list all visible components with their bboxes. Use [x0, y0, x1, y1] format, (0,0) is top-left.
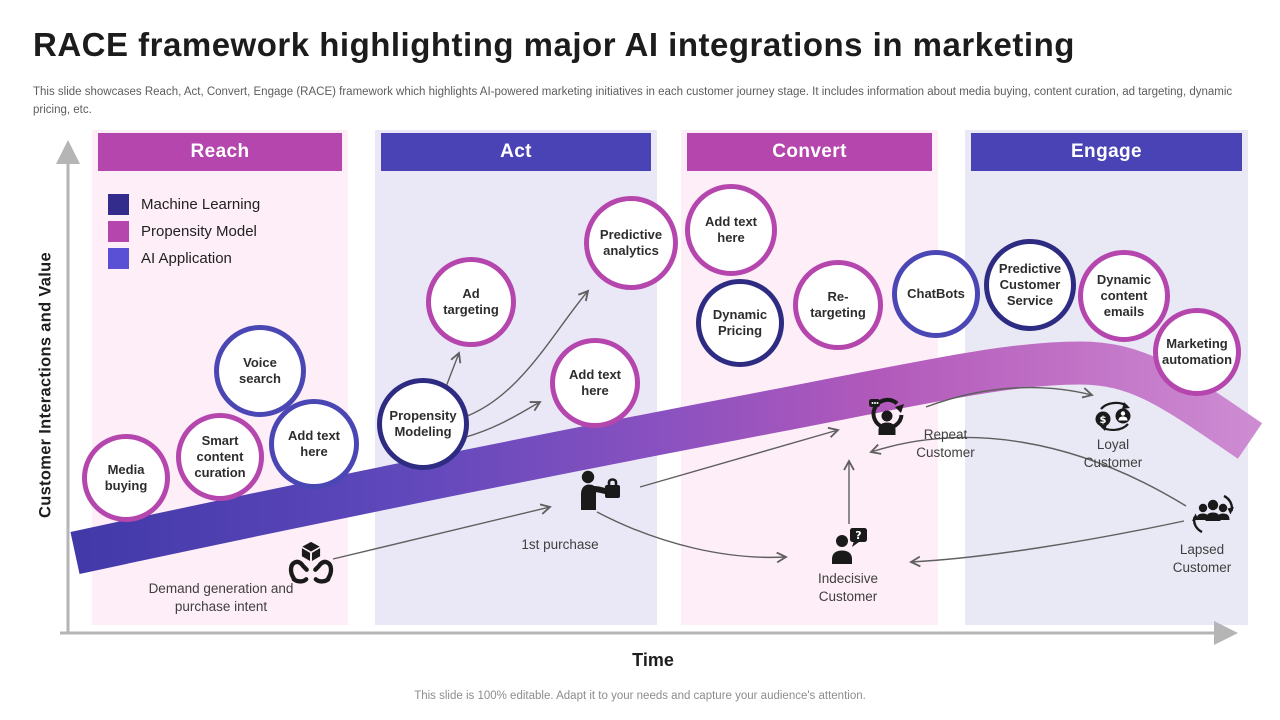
bubble-marketing-automation[interactable]: Marketing automation: [1153, 308, 1241, 396]
svg-text:?: ?: [855, 529, 861, 542]
legend-label: AI Application: [141, 250, 232, 267]
machine-learning-swatch: [108, 194, 129, 215]
bubble-ad-targeting[interactable]: Ad targeting: [426, 257, 516, 347]
bubble-label: Smart content curation: [194, 432, 246, 481]
bubble-label: Re-targeting: [810, 288, 866, 320]
bubble-label: Add text here: [569, 366, 621, 398]
bubble-label: Add text here: [288, 427, 340, 459]
loyal-customer-icon: $: [1095, 401, 1131, 431]
repeat-customer-icon: [869, 397, 904, 435]
bubble-label: Voice search: [239, 354, 281, 386]
column-header-act[interactable]: Act: [381, 133, 651, 171]
bubble-label: Ad targeting: [443, 285, 499, 317]
y-axis-label: Customer Interactions and Value: [36, 251, 55, 519]
arrow-lapsed-to-indecisive: [909, 520, 1185, 568]
bubble-add-text-act[interactable]: Add text here: [550, 338, 640, 428]
ai-application-swatch: [108, 248, 129, 269]
page-title: RACE framework highlighting major AI int…: [33, 26, 1075, 63]
bubble-label: Add text here: [705, 213, 757, 245]
bubble-smart-content-curation[interactable]: Smart content curation: [176, 413, 264, 501]
bubble-predictive-customer-service[interactable]: Predictive Customer Service: [984, 239, 1076, 331]
propensity-model-swatch: [108, 221, 129, 242]
indecisive-customer-label: Indecisive Customer: [817, 571, 879, 605]
bubble-add-text-convert[interactable]: Add text here: [685, 184, 777, 276]
bubble-dynamic-content-emails[interactable]: Dynamic content emails: [1078, 250, 1170, 342]
svg-text:$: $: [1100, 415, 1107, 426]
bubble-chatbots[interactable]: ChatBots: [892, 250, 980, 338]
bubble-dynamic-pricing[interactable]: Dynamic Pricing: [696, 279, 784, 367]
legend-item-ai-application: AI Application: [108, 248, 260, 269]
arrow-demand-to-first-purchase: [332, 503, 552, 560]
first-purchase-label: 1st purchase: [521, 537, 599, 552]
growth-ribbon: [70, 341, 1263, 575]
legend-label: Machine Learning: [141, 196, 261, 213]
arrow-repeat-to-loyal: [925, 386, 1094, 408]
bubble-label: Marketing automation: [1161, 335, 1233, 367]
loyal-customer-label: Loyal Customer: [1083, 437, 1143, 471]
column-header-engage[interactable]: Engage: [971, 133, 1242, 171]
bubble-label: Dynamic Pricing: [712, 306, 768, 338]
bubble-label: Predictive Customer Service: [998, 260, 1062, 309]
arrow-propensity-to-addtext: [465, 401, 542, 438]
bubble-propensity-modeling[interactable]: Propensity Modeling: [377, 378, 469, 470]
x-axis-label: Time: [632, 650, 674, 670]
bubble-label: ChatBots: [907, 285, 965, 301]
arrow-propensity-to-predictive-analytics: [461, 289, 590, 419]
bubble-label: Predictive analytics: [599, 226, 663, 258]
lapsed-customer-icon: [1192, 494, 1234, 534]
legend-item-machine-learning: Machine Learning: [108, 194, 260, 215]
arrow-first-purchase-to-indecisive: [596, 511, 788, 564]
bubble-predictive-analytics[interactable]: Predictive analytics: [584, 196, 678, 290]
bubble-label: Media buying: [104, 461, 148, 493]
footer-note: This slide is 100% editable. Adapt it to…: [414, 690, 866, 702]
arrow-lapsed-to-repeat: [869, 436, 1187, 507]
bubble-voice-search[interactable]: Voice search: [214, 325, 306, 417]
indecisive-customer-icon: ?: [832, 528, 867, 564]
arrow-first-purchase-to-repeat: [639, 426, 840, 488]
bubble-label: Propensity Modeling: [389, 407, 457, 439]
legend-label: Propensity Model: [141, 223, 257, 240]
demand-generation-icon: [288, 541, 334, 584]
bubble-label: Dynamic content emails: [1096, 271, 1152, 320]
slide-description: This slide showcases Reach, Act, Convert…: [33, 86, 1233, 116]
legend: Machine Learning Propensity Model AI App…: [108, 194, 260, 275]
legend-item-propensity-model: Propensity Model: [108, 221, 260, 242]
bubble-media-buying[interactable]: Media buying: [82, 434, 170, 522]
first-purchase-icon: [581, 470, 620, 510]
demand-generation-label: Demand generation and purchase intent: [148, 581, 294, 615]
repeat-customer-label: Repeat Customer: [916, 427, 975, 461]
column-header-reach[interactable]: Reach: [98, 133, 342, 171]
lapsed-customer-label: Lapsed Customer: [1172, 542, 1232, 576]
bubble-re-targeting[interactable]: Re-targeting: [793, 260, 883, 350]
bubble-add-text-reach[interactable]: Add text here: [269, 399, 359, 489]
column-header-convert[interactable]: Convert: [687, 133, 932, 171]
